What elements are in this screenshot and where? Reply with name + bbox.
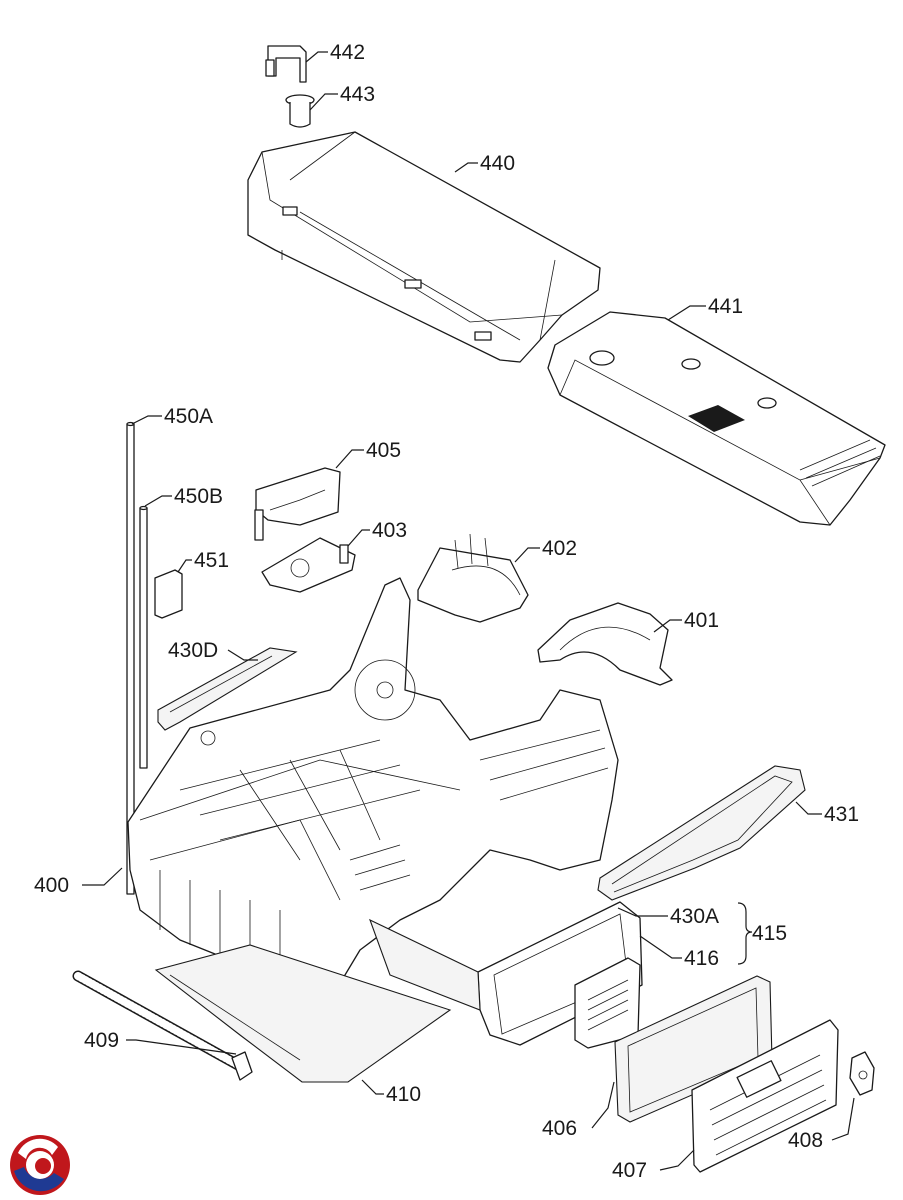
part-408-latch (849, 1051, 875, 1096)
part-443-cup (285, 94, 315, 128)
label-410: 410 (386, 1083, 421, 1106)
label-430a: 430A (670, 905, 719, 928)
part-440-dispenser-housing (247, 131, 601, 363)
label-451: 451 (194, 549, 229, 572)
part-416-insert (574, 957, 641, 1049)
callout-labels: 442 443 440 441 450A 450B 405 403 402 45… (34, 41, 859, 1182)
part-442-bracket (265, 45, 307, 83)
label-440: 440 (480, 152, 515, 175)
brand-logo (10, 1135, 70, 1195)
label-415: 415 (752, 922, 787, 945)
part-405-bracket (254, 467, 341, 541)
part-431-gasket (597, 765, 806, 901)
label-430d: 430D (168, 639, 218, 662)
part-402-duct (417, 533, 529, 623)
part-430d-gasket (157, 647, 298, 731)
label-442: 442 (330, 41, 365, 64)
label-402: 402 (542, 537, 577, 560)
label-441: 441 (708, 295, 743, 318)
label-405: 405 (366, 439, 401, 462)
part-401-cover (537, 602, 673, 686)
part-451-clip (154, 569, 183, 619)
label-409: 409 (84, 1029, 119, 1052)
label-431: 431 (824, 803, 859, 826)
label-450b: 450B (174, 485, 223, 508)
part-441-drawer (547, 311, 886, 526)
label-403: 403 (372, 519, 407, 542)
label-416: 416 (684, 947, 719, 970)
label-401: 401 (684, 609, 719, 632)
part-410-plate (154, 944, 452, 1083)
part-407-panel (691, 1019, 839, 1173)
label-443: 443 (340, 83, 375, 106)
brace-415 (737, 902, 753, 965)
part-403-board (261, 537, 356, 593)
label-407: 407 (612, 1159, 647, 1182)
label-406: 406 (542, 1117, 577, 1140)
leader-lines (82, 51, 855, 1171)
part-430a-frame (369, 901, 643, 1046)
label-408: 408 (788, 1129, 823, 1152)
label-400: 400 (34, 874, 69, 897)
part-450b-rod (139, 505, 148, 769)
label-450a: 450A (164, 405, 213, 428)
